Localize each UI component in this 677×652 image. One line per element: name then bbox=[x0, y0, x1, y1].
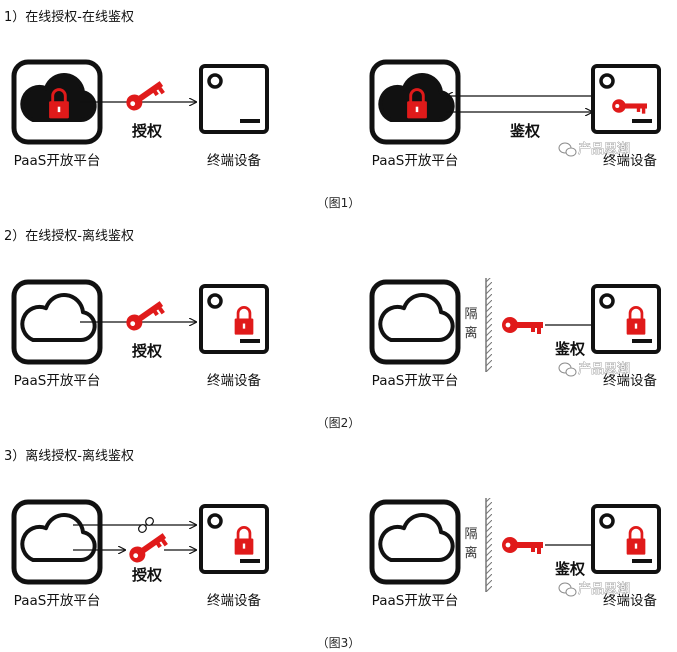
broken-link-icon bbox=[138, 517, 154, 533]
isolation-char-2: 离 bbox=[464, 325, 477, 341]
authenticate-label: 鉴权 bbox=[554, 340, 586, 358]
device-label: 终端设备 bbox=[603, 592, 657, 609]
isolation-char-1: 隔 bbox=[464, 307, 477, 322]
authenticate-label: 鉴权 bbox=[554, 560, 586, 578]
platform-label: PaaS开放平台 bbox=[372, 593, 459, 609]
diagram-2-left: 授权 PaaS开放平台 终端设备 bbox=[0, 270, 269, 389]
diagram-3-right: 隔 离 鉴权 PaaS开放平台 终端设备 产品思潮 bbox=[360, 498, 661, 609]
section-1-title: 1）在线授权-在线鉴权 bbox=[4, 10, 134, 25]
device-label: 终端设备 bbox=[207, 152, 261, 169]
device-label: 终端设备 bbox=[603, 152, 657, 169]
authorize-label: 授权 bbox=[132, 122, 163, 140]
key-icon bbox=[123, 296, 167, 335]
platform-box-icon bbox=[372, 502, 458, 582]
authenticate-label: 鉴权 bbox=[509, 122, 541, 140]
key-icon bbox=[123, 76, 167, 115]
authorize-label: 授权 bbox=[132, 566, 163, 584]
platform-label: PaaS开放平台 bbox=[14, 593, 101, 609]
isolation-char-1: 隔 bbox=[464, 527, 477, 542]
figure-1-caption: （图1） bbox=[316, 196, 361, 210]
device-icon bbox=[199, 504, 269, 574]
device-icon bbox=[591, 504, 661, 574]
platform-label: PaaS开放平台 bbox=[372, 153, 459, 169]
diagram-3-left: 授权 PaaS开放平台 终端设备 bbox=[0, 490, 269, 609]
wechat-icon bbox=[558, 582, 577, 597]
diagram-1-left: 授权 PaaS开放平台 终端设备 bbox=[0, 50, 269, 169]
isolation-wall: 隔 离 bbox=[464, 278, 492, 372]
watermark-text: 产品思潮 bbox=[578, 142, 630, 157]
figure-2-caption: （图2） bbox=[316, 416, 361, 430]
isolation-char-2: 离 bbox=[464, 545, 477, 561]
authorize-label: 授权 bbox=[132, 342, 163, 360]
watermark: 产品思潮 bbox=[558, 362, 630, 377]
platform-label: PaaS开放平台 bbox=[372, 373, 459, 389]
device-icon bbox=[199, 284, 269, 354]
device-icon bbox=[591, 284, 661, 354]
device-icon bbox=[199, 64, 269, 134]
figure-3-caption: （图3） bbox=[316, 636, 361, 650]
diagram-1-right: 鉴权 PaaS开放平台 终端设备 产品思潮 bbox=[360, 50, 661, 169]
section-3-title: 3）离线授权-离线鉴权 bbox=[4, 449, 134, 464]
device-label: 终端设备 bbox=[603, 372, 657, 389]
platform-box-icon bbox=[372, 62, 458, 142]
device-label: 终端设备 bbox=[207, 592, 261, 609]
device-icon bbox=[591, 64, 661, 134]
device-label: 终端设备 bbox=[207, 372, 261, 389]
diagram-2-right: 隔 离 鉴权 PaaS开放平台 终端设备 产品思潮 bbox=[360, 278, 661, 389]
platform-label: PaaS开放平台 bbox=[14, 153, 101, 169]
platform-label: PaaS开放平台 bbox=[14, 373, 101, 389]
watermark: 产品思潮 bbox=[558, 582, 630, 597]
key-icon bbox=[502, 537, 543, 554]
key-icon bbox=[502, 317, 543, 334]
watermark-text: 产品思潮 bbox=[578, 362, 630, 377]
platform-box-icon bbox=[372, 282, 458, 362]
section-2-title: 2）在线授权-离线鉴权 bbox=[4, 229, 134, 244]
watermark: 产品思潮 bbox=[558, 142, 630, 157]
wechat-icon bbox=[558, 142, 577, 157]
platform-box-icon bbox=[14, 502, 100, 582]
key-icon bbox=[126, 528, 170, 567]
wechat-icon bbox=[558, 362, 577, 377]
watermark-text: 产品思潮 bbox=[578, 582, 630, 597]
isolation-wall: 隔 离 bbox=[464, 498, 492, 592]
